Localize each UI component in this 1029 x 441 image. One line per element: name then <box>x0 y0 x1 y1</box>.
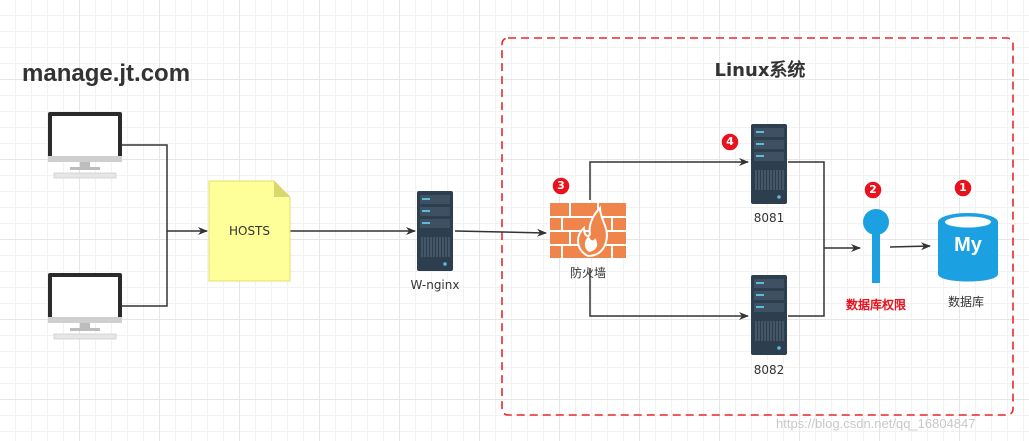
region-title: Linux系统 <box>714 60 806 81</box>
badge-3 <box>551 176 571 196</box>
server-8081-label: 8081 <box>753 211 785 225</box>
edge-firewall-8082 <box>589 268 749 320</box>
db-permission-label: 数据库权限 <box>845 298 906 312</box>
badge-4 <box>720 132 740 152</box>
server-8082-icon <box>750 274 788 356</box>
edge-8081-merge <box>788 161 825 248</box>
badge-2-label: 2 <box>869 183 877 196</box>
edge-firewall-8081 <box>589 158 749 200</box>
diagram-title: manage.jt.com <box>22 60 191 87</box>
hosts-note <box>208 180 291 282</box>
linux-region-border <box>501 37 1014 416</box>
computer-icon <box>47 111 123 179</box>
badge-4-label: 4 <box>726 135 734 148</box>
edge-8082-merge <box>788 248 825 317</box>
hosts-label: HOSTS <box>228 224 271 238</box>
edge-permission-db <box>889 242 931 251</box>
badge-1 <box>953 178 973 198</box>
database-icon <box>938 213 998 282</box>
server-8082-label: 8082 <box>753 363 785 377</box>
badge-1-label: 1 <box>959 181 967 194</box>
edge-pc1-hosts <box>120 144 208 235</box>
database-label: 数据库 <box>947 295 984 309</box>
computer-icon <box>47 272 123 340</box>
nginx-server-icon <box>416 190 454 272</box>
firewall-label: 防火墙 <box>569 266 606 280</box>
mysql-logo-text: My <box>954 234 982 256</box>
watermark: https://blog.csdn.net/qq_16804847 <box>776 416 976 431</box>
edge-pc2-hosts <box>120 231 168 307</box>
connectors <box>120 144 931 320</box>
firewall-icon <box>550 203 626 258</box>
edge-nginx-firewall <box>454 228 547 237</box>
nginx-label: W-nginx <box>410 278 460 292</box>
key-icon <box>863 209 889 283</box>
badge-2 <box>863 180 883 200</box>
server-8081-icon <box>750 123 788 205</box>
badge-3-label: 3 <box>557 179 565 192</box>
